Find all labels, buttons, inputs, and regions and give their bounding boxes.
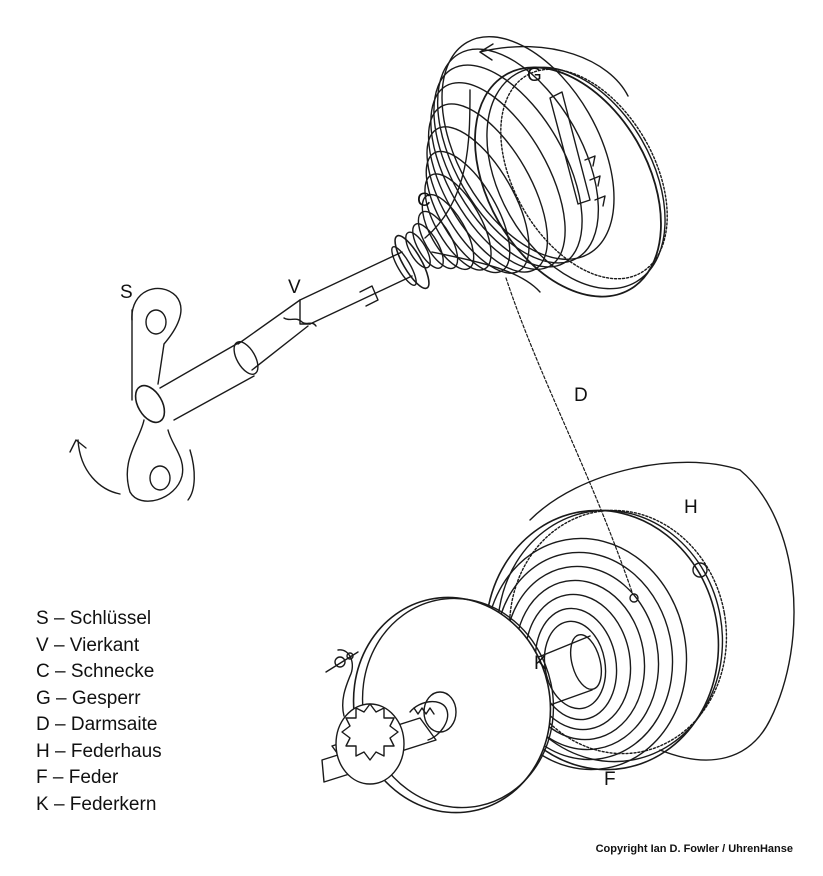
- legend-item: F – Feder: [36, 767, 119, 788]
- label-f: F: [604, 769, 616, 790]
- legend-item: G – Gesperr: [36, 687, 141, 709]
- label-k: K: [534, 653, 547, 674]
- legend-item: V – Vierkant: [36, 634, 140, 656]
- fusee-cone: [405, 35, 615, 293]
- rotation-arrow-key: [69, 439, 195, 501]
- legend: S – Schlüssel V – Vierkant C – Schnecke …: [36, 606, 162, 818]
- label-s: S: [120, 282, 133, 303]
- ratchet-wheel: [474, 66, 668, 298]
- winding-key: [126, 287, 259, 502]
- fusee-collar: [391, 234, 430, 290]
- arbor-ratchet-wheel: [321, 691, 457, 785]
- rotation-arrow-top: [479, 43, 629, 97]
- legend-item: D – Darmsaite: [36, 714, 158, 735]
- legend-item: S – Schlüssel: [36, 608, 152, 629]
- legend-item: C – Schnecke: [36, 661, 155, 682]
- label-g: G: [527, 65, 542, 86]
- label-v: V: [288, 277, 301, 298]
- label-d: D: [574, 385, 588, 406]
- arbor-shaft: [237, 251, 413, 371]
- copyright-notice: Copyright Ian D. Fowler / UhrenHanse: [595, 843, 793, 855]
- legend-item: K – Federkern: [36, 793, 157, 815]
- click-spring: [325, 649, 359, 717]
- legend-item: H – Federhaus: [36, 740, 162, 762]
- label-h: H: [684, 497, 698, 518]
- label-c: C: [417, 190, 431, 211]
